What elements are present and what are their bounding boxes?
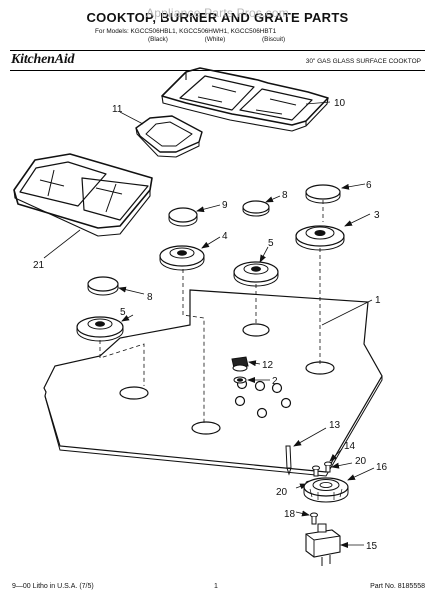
callout-6: 6	[366, 180, 372, 191]
leader-13	[293, 427, 327, 447]
burner-base-center	[233, 261, 279, 287]
burner-cap-center	[242, 200, 270, 217]
leader-12	[248, 360, 261, 367]
callout-20-left: 20	[276, 487, 288, 498]
diagram-subtitle: 30" GAS GLASS SURFACE COOKTOP	[305, 58, 421, 65]
leader-20b	[331, 462, 353, 469]
alignment-lines	[99, 200, 324, 424]
callout-10: 10	[334, 98, 346, 109]
leader-10	[305, 101, 331, 105]
header-rule-top	[10, 50, 425, 51]
footer-part-number: Part No. 8185558	[370, 583, 425, 590]
callout-16: 16	[376, 462, 388, 473]
leader-1	[321, 299, 373, 326]
burner-cap-left-rear	[168, 207, 198, 227]
callout-4: 4	[222, 231, 228, 242]
control-knob	[231, 356, 249, 372]
callout-3: 3	[374, 210, 380, 221]
model-list: For Models: KGCC506HBL1, KGCC506HWH1, KG…	[95, 28, 285, 44]
model-color-black: (Black)	[148, 36, 168, 43]
knob-ring	[233, 376, 247, 384]
screw	[310, 512, 318, 525]
burner-base-assembly	[303, 477, 349, 503]
page-title: COOKTOP, BURNER AND GRATE PARTS Applianc…	[0, 6, 435, 25]
leader-21	[43, 229, 81, 259]
leader-5a	[121, 314, 134, 322]
callout-21: 21	[33, 260, 45, 271]
leader-3	[344, 213, 371, 227]
callout-9: 9	[222, 200, 228, 211]
orifice-holder	[305, 523, 341, 566]
grate-center	[135, 115, 203, 158]
leader-5b	[259, 246, 269, 263]
burner-cap-right-rear	[305, 184, 341, 204]
leader-4	[201, 236, 221, 249]
burner-base-left-rear	[159, 245, 205, 271]
model-color-biscuit: (Biscuit)	[262, 36, 286, 43]
callout-2: 2	[272, 376, 278, 387]
callout-18: 18	[284, 509, 296, 520]
callout-14: 14	[344, 441, 356, 452]
page-title-text: COOKTOP, BURNER AND GRATE PARTS	[86, 10, 349, 25]
model-colors: (Black) (White) (Biscuit)	[95, 36, 285, 44]
callout-12: 12	[262, 360, 274, 371]
models-line: For Models: KGCC506HBL1, KGCC506HWH1, KG…	[95, 28, 277, 35]
leader-16	[347, 467, 375, 481]
leader-8b	[265, 195, 281, 203]
callout-5-left: 5	[120, 307, 126, 318]
callout-15: 15	[366, 541, 378, 552]
header-rule-bottom	[10, 70, 425, 71]
leader-6	[341, 183, 366, 190]
model-color-white: (White)	[204, 36, 226, 43]
leader-9	[196, 204, 221, 213]
grate-right	[161, 67, 329, 132]
callout-1: 1	[375, 295, 381, 306]
burner-base-left-front	[76, 316, 124, 342]
burner-cap-left-front	[87, 276, 119, 296]
brand-logo: KitchenAid	[11, 52, 75, 67]
callout-13: 13	[329, 420, 341, 431]
leader-18	[295, 510, 310, 517]
callout-20-right: 20	[355, 456, 367, 467]
watermark: Appliance Parts Pros.com	[146, 6, 289, 20]
footer-page-number: 1	[214, 583, 218, 590]
cooktop-glass	[43, 289, 383, 477]
burner-base-right-rear	[295, 225, 345, 251]
leader-8a	[118, 286, 145, 295]
spark-electrode	[285, 445, 292, 476]
callout-11: 11	[112, 104, 123, 115]
footer-litho: 9—00 Litho in U.S.A. (7/5)	[12, 583, 94, 590]
leader-11	[119, 111, 144, 125]
leader-14	[329, 448, 343, 462]
callout-8-right: 8	[282, 190, 288, 201]
callout-8-left: 8	[147, 292, 153, 303]
callout-5-right: 5	[268, 238, 274, 249]
grate-left	[13, 153, 153, 237]
